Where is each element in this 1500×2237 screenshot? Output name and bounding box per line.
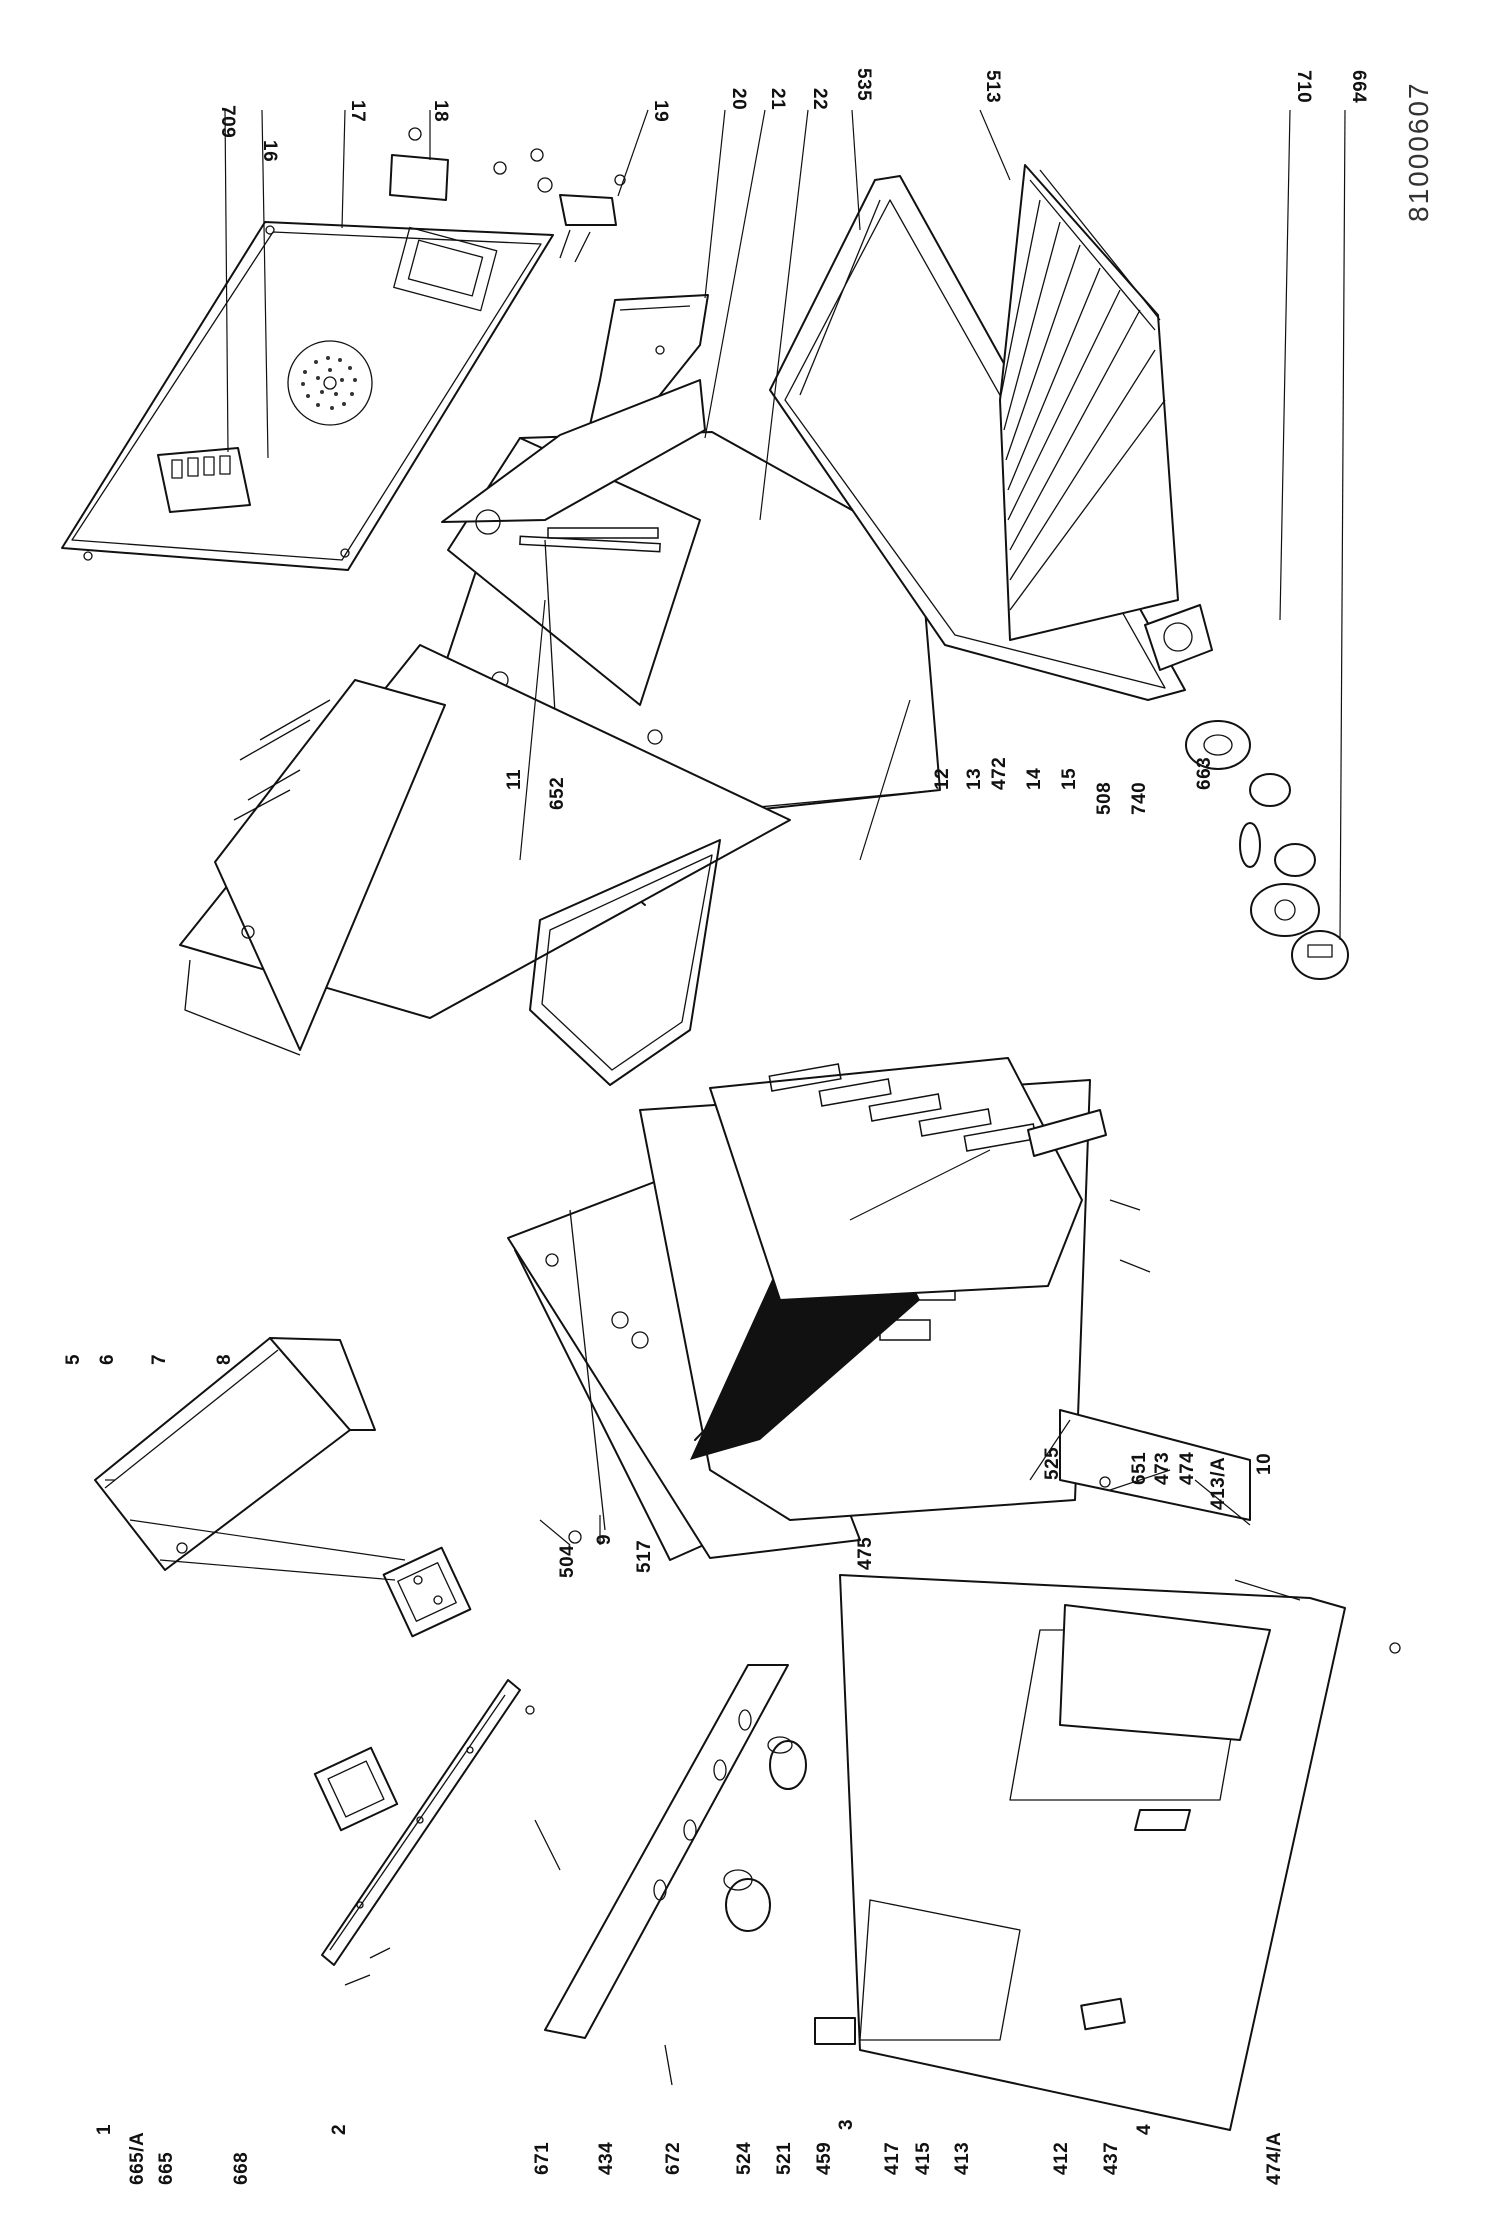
label-1: 1 bbox=[94, 2124, 115, 2135]
label-413A: 413/A bbox=[1208, 1457, 1229, 1510]
label-19: 19 bbox=[650, 100, 671, 122]
label-16: 16 bbox=[259, 140, 280, 162]
label-665A: 665/A bbox=[127, 2132, 148, 2185]
label-21: 21 bbox=[767, 88, 788, 110]
knob-521 bbox=[767, 1736, 807, 1790]
label-740: 740 bbox=[1129, 782, 1150, 815]
label-508: 508 bbox=[1094, 782, 1115, 815]
label-413: 413 bbox=[952, 2142, 973, 2175]
hinge-parts-508-740 bbox=[1027, 1109, 1151, 1273]
label-709: 709 bbox=[217, 105, 238, 138]
door-assembly bbox=[814, 1409, 1346, 2131]
label-20: 20 bbox=[728, 88, 749, 110]
label-7: 7 bbox=[149, 1354, 170, 1365]
label-13: 13 bbox=[964, 768, 985, 790]
label-10: 10 bbox=[1254, 1453, 1275, 1475]
label-459: 459 bbox=[814, 2142, 835, 2175]
label-475: 475 bbox=[855, 1537, 876, 1570]
label-412: 412 bbox=[1051, 2142, 1072, 2175]
label-474A: 474/A bbox=[1264, 2132, 1285, 2185]
fasteners bbox=[344, 1476, 1401, 2086]
label-517: 517 bbox=[634, 1540, 655, 1573]
knob-524 bbox=[723, 1869, 771, 1932]
side-rails-15 bbox=[709, 1057, 1083, 1301]
switch-665 bbox=[382, 1546, 472, 1638]
back-panel-drawing bbox=[61, 221, 554, 571]
label-652: 652 bbox=[547, 777, 568, 810]
top-panel-8 bbox=[179, 644, 791, 1056]
label-663: 663 bbox=[1194, 757, 1215, 790]
label-710: 710 bbox=[1293, 70, 1314, 103]
label-8: 8 bbox=[214, 1354, 235, 1365]
label-4: 4 bbox=[1134, 2124, 1155, 2135]
label-5: 5 bbox=[63, 1354, 84, 1365]
door-seal-ring bbox=[529, 839, 721, 1086]
switch-668 bbox=[313, 1746, 399, 1832]
label-651: 651 bbox=[1129, 1452, 1150, 1485]
label-3: 3 bbox=[836, 2119, 857, 2130]
label-668: 668 bbox=[231, 2152, 252, 2185]
label-22: 22 bbox=[809, 88, 830, 110]
label-437: 437 bbox=[1101, 2142, 1122, 2175]
label-504: 504 bbox=[557, 1545, 578, 1578]
bracket-hardware-18-19 bbox=[389, 127, 626, 263]
label-12: 12 bbox=[932, 768, 953, 790]
thermostat-cover-710 bbox=[1144, 604, 1213, 671]
label-18: 18 bbox=[430, 100, 451, 122]
label-6: 6 bbox=[97, 1354, 118, 1365]
label-665: 665 bbox=[156, 2152, 177, 2185]
terminal-block-16 bbox=[157, 447, 251, 513]
control-panel-434 bbox=[544, 1664, 789, 2039]
label-535: 535 bbox=[853, 68, 874, 101]
rail-2 bbox=[321, 1679, 521, 1966]
oven-rack-513 bbox=[999, 164, 1179, 641]
label-417: 417 bbox=[882, 2142, 903, 2175]
label-415: 415 bbox=[913, 2142, 934, 2175]
label-15: 15 bbox=[1059, 768, 1080, 790]
label-474: 474 bbox=[1177, 1452, 1198, 1485]
label-671: 671 bbox=[532, 2142, 553, 2175]
label-2: 2 bbox=[329, 2124, 350, 2135]
label-525: 525 bbox=[1042, 1447, 1063, 1480]
label-434: 434 bbox=[596, 2142, 617, 2175]
control-knob-assembly-663-664 bbox=[1185, 720, 1349, 980]
labels: 709 16 17 18 19 20 21 22 535 513 710 664… bbox=[63, 68, 1434, 2185]
cover-panel-1 bbox=[94, 1337, 376, 1571]
label-11: 11 bbox=[504, 769, 525, 790]
drawing-code: 81000607 bbox=[1403, 81, 1434, 222]
leader-lines bbox=[105, 109, 1346, 1601]
label-17: 17 bbox=[347, 100, 368, 122]
label-672: 672 bbox=[663, 2142, 684, 2175]
label-472: 472 bbox=[989, 757, 1010, 790]
label-473: 473 bbox=[1152, 1452, 1173, 1485]
label-521: 521 bbox=[774, 2142, 795, 2175]
label-14: 14 bbox=[1024, 768, 1045, 790]
label-664: 664 bbox=[1348, 70, 1369, 103]
label-9: 9 bbox=[594, 1534, 615, 1545]
label-524: 524 bbox=[734, 2142, 755, 2175]
label-513: 513 bbox=[982, 70, 1003, 103]
